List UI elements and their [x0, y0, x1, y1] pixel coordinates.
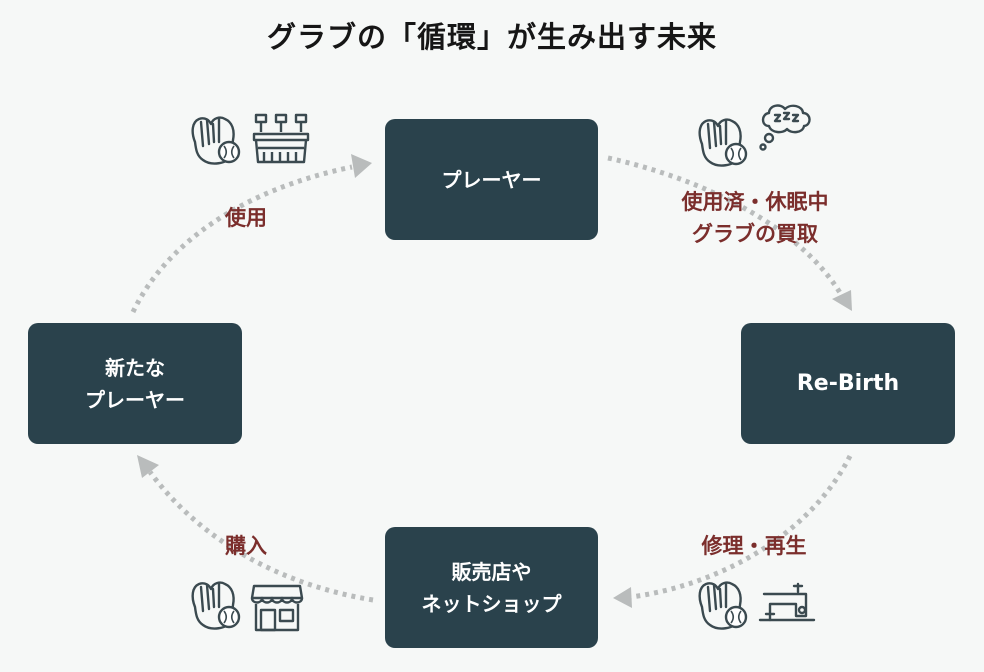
arrowhead-repair [613, 587, 632, 608]
node-rebirth: Re-Birth [741, 323, 955, 444]
label-buyback-line2: グラブの買取 [692, 222, 818, 246]
node-player-label: プレーヤー [441, 167, 542, 192]
node-new-player-line1: 新たな [105, 355, 165, 380]
baseball-glove-icon [191, 116, 241, 165]
baseball-glove-icon [698, 581, 748, 630]
stadium-icon [252, 113, 310, 164]
node-shop: 販売店や ネットショップ [385, 527, 598, 648]
arrowhead-use [351, 154, 372, 178]
arrow-use [130, 164, 353, 314]
label-buyback: 使用済・休眠中 グラブの買取 [660, 186, 850, 250]
arrowhead-purchase [137, 455, 159, 478]
arrowhead-buyback [832, 290, 852, 311]
node-shop-line2: ネットショップ [421, 591, 562, 616]
label-purchase: 購入 [225, 534, 267, 558]
diagram-title: グラブの「循環」が生み出す未来 [266, 20, 717, 54]
label-use: 使用 [225, 206, 267, 230]
arrow-purchase [147, 470, 374, 603]
node-rebirth-label: Re-Birth [796, 370, 900, 396]
node-new-player: 新たな プレーヤー [28, 323, 242, 444]
storefront-icon [250, 584, 304, 632]
baseball-glove-icon [698, 118, 748, 167]
node-player: プレーヤー [385, 119, 598, 240]
arrow-repair [630, 454, 853, 600]
label-buyback-line1: 使用済・休眠中 [681, 190, 829, 214]
arrow-buyback [607, 155, 845, 298]
node-shop-line1: 販売店や [451, 559, 532, 584]
label-repair: 修理・再生 [701, 534, 807, 558]
node-new-player-line2: プレーヤー [85, 387, 185, 412]
sewing-machine-icon [758, 582, 816, 622]
baseball-glove-icon [191, 581, 241, 630]
sleep-zzz-icon [759, 104, 811, 151]
